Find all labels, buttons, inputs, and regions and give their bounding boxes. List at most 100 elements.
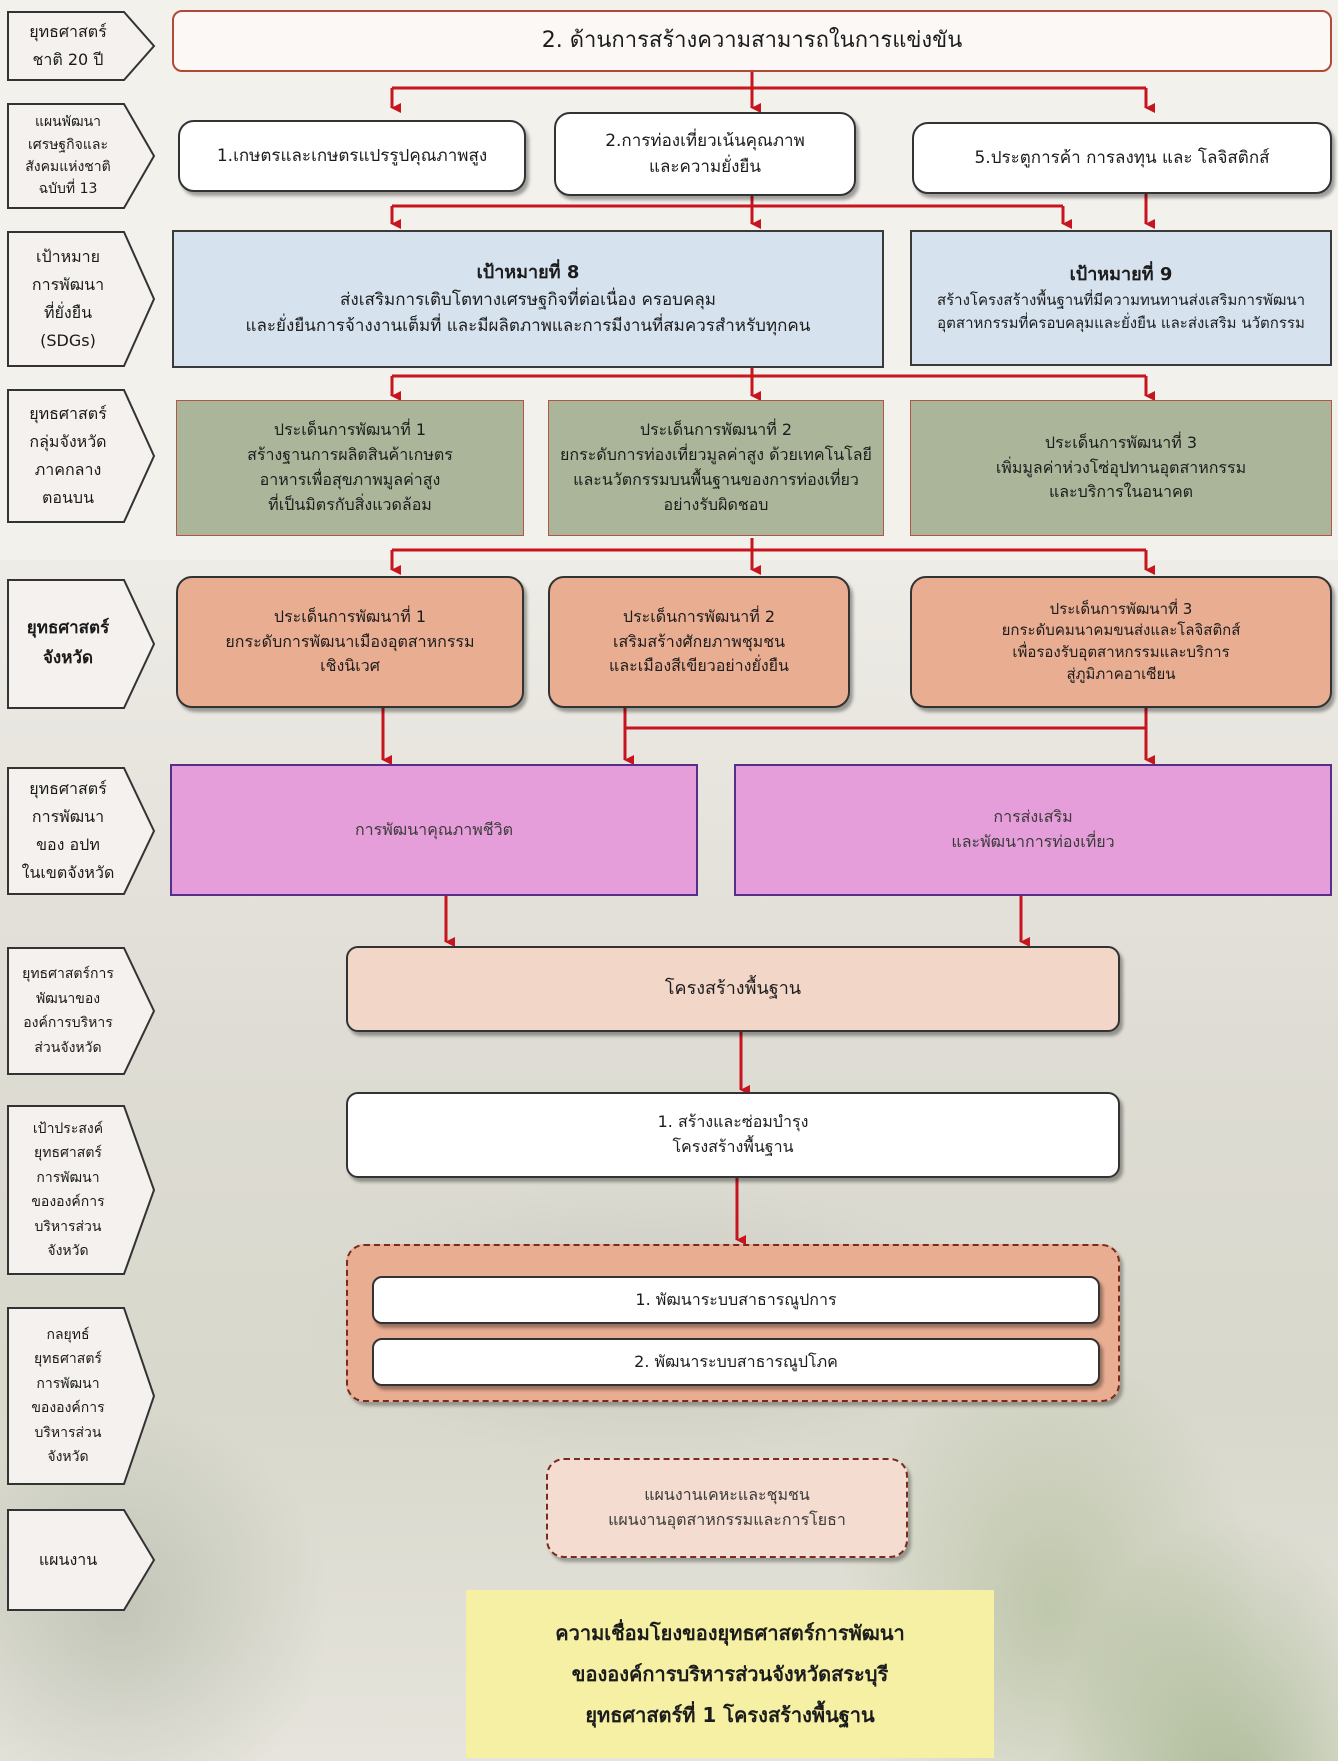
nesdp-box-1: 1.เกษตรและเกษตรแปรรูปคุณภาพสูง [178, 120, 526, 192]
province-issue-text: ประเด็นการพัฒนาที่ 1 [273, 606, 427, 626]
province-issue-3-box: ประเด็นการพัฒนาที่ 3 ยกระดับคมนาคมขนส่งแ… [910, 576, 1332, 708]
group-issue-text: อย่างรับผิดชอบ [663, 494, 769, 514]
label-line: จังหวัด [47, 1243, 89, 1259]
label-line: จังหวัด [47, 1449, 89, 1465]
label-line: เป้าประสงค์ [32, 1120, 104, 1137]
pao-strategy-box: โครงสร้างพื้นฐาน [346, 946, 1120, 1032]
label-line: ยุทธศาสตร์ [29, 22, 107, 41]
nesdp-item-text: และความยั่งยืน [648, 157, 762, 177]
label-line: การพัฒนา [36, 1169, 100, 1186]
label-line: การพัฒนา [31, 807, 105, 826]
local-strategy-right-box: การส่งเสริม และพัฒนาการท่องเที่ยว [734, 764, 1332, 896]
sdg-goal-title: เป้าหมายที่ 9 [1069, 263, 1173, 285]
nesdp-item-text: 5.ประตูการค้า การลงทุน และ โลจิสติกส์ [974, 147, 1270, 168]
caption-line: ความเชื่อมโยงของยุทธศาสตร์การพัฒนา [555, 1620, 905, 1645]
label-line: ตอนบน [41, 488, 95, 507]
caption-line: ขององค์การบริหารส่วนจังหวัดสระบุรี [571, 1661, 889, 1686]
group-issue-text: ประเด็นการพัฒนาที่ 3 [1044, 432, 1198, 452]
workplan-text: แผนงานเคหะและชุมชน [644, 1485, 810, 1505]
label-line: กลยุทธ์ [46, 1326, 90, 1343]
label-line: ที่ยั่งยืน [43, 303, 93, 322]
group-issue-text: ประเด็นการพัฒนาที่ 2 [639, 420, 793, 440]
group-issue-text: อาหารเพื่อสุขภาพมูลค่าสูง [259, 470, 441, 489]
label-line: จังหวัด [42, 648, 94, 668]
group-issue-text: เพิ่มมูลค่าห่วงโซ่อุปทานอุตสาหกรรม [995, 457, 1247, 477]
local-strategy-text: การพัฒนาคุณภาพชีวิต [354, 819, 514, 839]
label-line: ยุทธศาสตร์ [29, 779, 107, 798]
label-province: ยุทธศาสตร์ จังหวัด [6, 578, 156, 710]
sdg-goal-text: และยั่งยืนการจ้างงานเต็มที่ และมีผลิตภาพ… [245, 315, 811, 336]
label-line: ขององค์การ [31, 1400, 105, 1416]
label-line: สังคมแห่งชาติ [25, 159, 111, 175]
sdg-goal-text: อุตสาหกรรมที่ครอบคลุมและยั่งยืน และส่งเส… [937, 313, 1305, 332]
label-line: กลุ่มจังหวัด [29, 432, 107, 451]
label-line: ยุทธศาสตร์ [26, 618, 110, 639]
label-line: ยุทธศาสตร์การ [22, 966, 114, 982]
sdg-goal-title: เป้าหมายที่ 8 [476, 261, 580, 283]
pao-strategy-title: โครงสร้างพื้นฐาน [664, 978, 802, 1000]
label-line: ขององค์การ [31, 1194, 105, 1210]
group-issue-3-box: ประเด็นการพัฒนาที่ 3 เพิ่มมูลค่าห่วงโซ่อ… [910, 400, 1332, 536]
label-line: แผนงาน [38, 1550, 98, 1569]
label-line: การพัฒนา [36, 1375, 100, 1392]
label-national-strategy: ยุทธศาสตร์ ชาติ 20 ปี [6, 10, 156, 82]
nesdp-box-2: 2.การท่องเที่ยวเน้นคุณภาพ และความยั่งยืน [554, 112, 856, 196]
label-line: พัฒนาของ [35, 990, 101, 1007]
label-group-province: ยุทธศาสตร์ กลุ่มจังหวัด ภาคกลาง ตอนบน [6, 388, 156, 524]
label-line: เศรษฐกิจและ [28, 136, 108, 153]
label-line: ในเขตจังหวัด [21, 863, 115, 882]
label-sdgs: เป้าหมาย การพัฒนา ที่ยั่งยืน (SDGs) [6, 230, 156, 368]
group-issue-1-box: ประเด็นการพัฒนาที่ 1 สร้างฐานการผลิตสินค… [176, 400, 524, 536]
label-line: ชาติ 20 ปี [32, 50, 104, 69]
label-pao-strategy: ยุทธศาสตร์การ พัฒนาของ องค์การบริหาร ส่ว… [6, 946, 156, 1076]
pao-goal-box: 1. สร้างและซ่อมบำรุง โครงสร้างพื้นฐาน [346, 1092, 1120, 1178]
group-issue-text: สร้างฐานการผลิตสินค้าเกษตร [247, 445, 453, 465]
label-pao-goal: เป้าประสงค์ ยุทธศาสตร์ การพัฒนา ขององค์ก… [6, 1104, 156, 1276]
pao-goal-text: โครงสร้างพื้นฐาน [672, 1137, 794, 1156]
label-nesdp: แผนพัฒนา เศรษฐกิจและ สังคมแห่งชาติ ฉบับท… [6, 102, 156, 210]
sdg-goal-8-box: เป้าหมายที่ 8 ส่งเสริมการเติบโตทางเศรษฐก… [172, 230, 884, 368]
sdg-goal-text: ส่งเสริมการเติบโตทางเศรษฐกิจที่ต่อเนื่อง… [340, 289, 716, 310]
province-issue-1-box: ประเด็นการพัฒนาที่ 1 ยกระดับการพัฒนาเมือ… [176, 576, 524, 708]
label-line: ภาคกลาง [34, 460, 102, 479]
label-line: บริหารส่วน [34, 1424, 102, 1441]
label-line: แผนพัฒนา [34, 114, 102, 131]
province-issue-text: และเมืองสีเขียวอย่างยั่งยืน [609, 656, 789, 676]
national-strategy-title: 2. ด้านการสร้างความสามารถในการแข่งขัน [541, 27, 963, 53]
province-issue-text: ประเด็นการพัฒนาที่ 3 [1049, 599, 1193, 618]
pao-tactic-text: 1. พัฒนาระบบสาธารณูปการ [635, 1289, 837, 1309]
province-issue-text: ยกระดับการพัฒนาเมืองอุตสาหกรรม [225, 631, 475, 651]
workplan-box: แผนงานเคหะและชุมชน แผนงานอุตสาหกรรมและกา… [546, 1458, 908, 1558]
nesdp-box-3: 5.ประตูการค้า การลงทุน และ โลจิสติกส์ [912, 122, 1332, 194]
label-line: ฉบับที่ 13 [38, 181, 98, 198]
sdg-goal-text: สร้างโครงสร้างพื้นฐานที่มีความทนทานส่งเส… [936, 290, 1306, 309]
group-issue-text: ที่เป็นมิตรกับสิ่งแวดล้อม [268, 494, 432, 514]
province-issue-text: ประเด็นการพัฒนาที่ 2 [622, 606, 776, 626]
group-issue-text: และนวัตกรรมบนพื้นฐานของการท่องเที่ยว [573, 470, 859, 489]
province-issue-text: สู่ภูมิภาคอาเซียน [1066, 664, 1176, 683]
province-issue-text: เสริมสร้างศักยภาพชุมชน [612, 631, 786, 651]
label-line: บริหารส่วน [34, 1218, 102, 1235]
province-issue-text: เพื่อรองรับอุตสาหกรรมและบริการ [1012, 643, 1230, 661]
nesdp-item-text: 1.เกษตรและเกษตรแปรรูปคุณภาพสูง [216, 145, 488, 166]
label-line: ยุทธศาสตร์ [34, 1351, 102, 1367]
local-strategy-text: การส่งเสริม [993, 807, 1073, 827]
province-issue-2-box: ประเด็นการพัฒนาที่ 2 เสริมสร้างศักยภาพชุ… [548, 576, 850, 708]
nesdp-item-text: 2.การท่องเที่ยวเน้นคุณภาพ [605, 130, 805, 151]
label-pao-tactic: กลยุทธ์ ยุทธศาสตร์ การพัฒนา ขององค์การ บ… [6, 1306, 156, 1486]
label-line: ยุทธศาสตร์ [29, 404, 107, 423]
label-line: การพัฒนา [31, 275, 105, 294]
group-issue-text: ยกระดับการท่องเที่ยวมูลค่าสูง ด้วยเทคโนโ… [560, 445, 872, 465]
pao-tactic-text: 2. พัฒนาระบบสาธารณูปโภค [634, 1351, 838, 1371]
label-workplan: แผนงาน [6, 1508, 156, 1612]
caption-line: ยุทธศาสตร์ที่ 1 โครงสร้างพื้นฐาน [585, 1702, 875, 1727]
label-line: องค์การบริหาร [23, 1015, 113, 1031]
label-line: เป้าหมาย [35, 247, 101, 266]
province-issue-text: เชิงนิเวศ [320, 656, 380, 676]
label-line: ส่วนจังหวัด [34, 1039, 102, 1056]
local-strategy-left-box: การพัฒนาคุณภาพชีวิต [170, 764, 698, 896]
group-issue-2-box: ประเด็นการพัฒนาที่ 2 ยกระดับการท่องเที่ย… [548, 400, 884, 536]
label-local-in-province: ยุทธศาสตร์ การพัฒนา ของ อปท ในเขตจังหวัด [6, 766, 156, 896]
sdg-goal-9-box: เป้าหมายที่ 9 สร้างโครงสร้างพื้นฐานที่มี… [910, 230, 1332, 366]
label-line: ของ อปท [36, 835, 100, 854]
